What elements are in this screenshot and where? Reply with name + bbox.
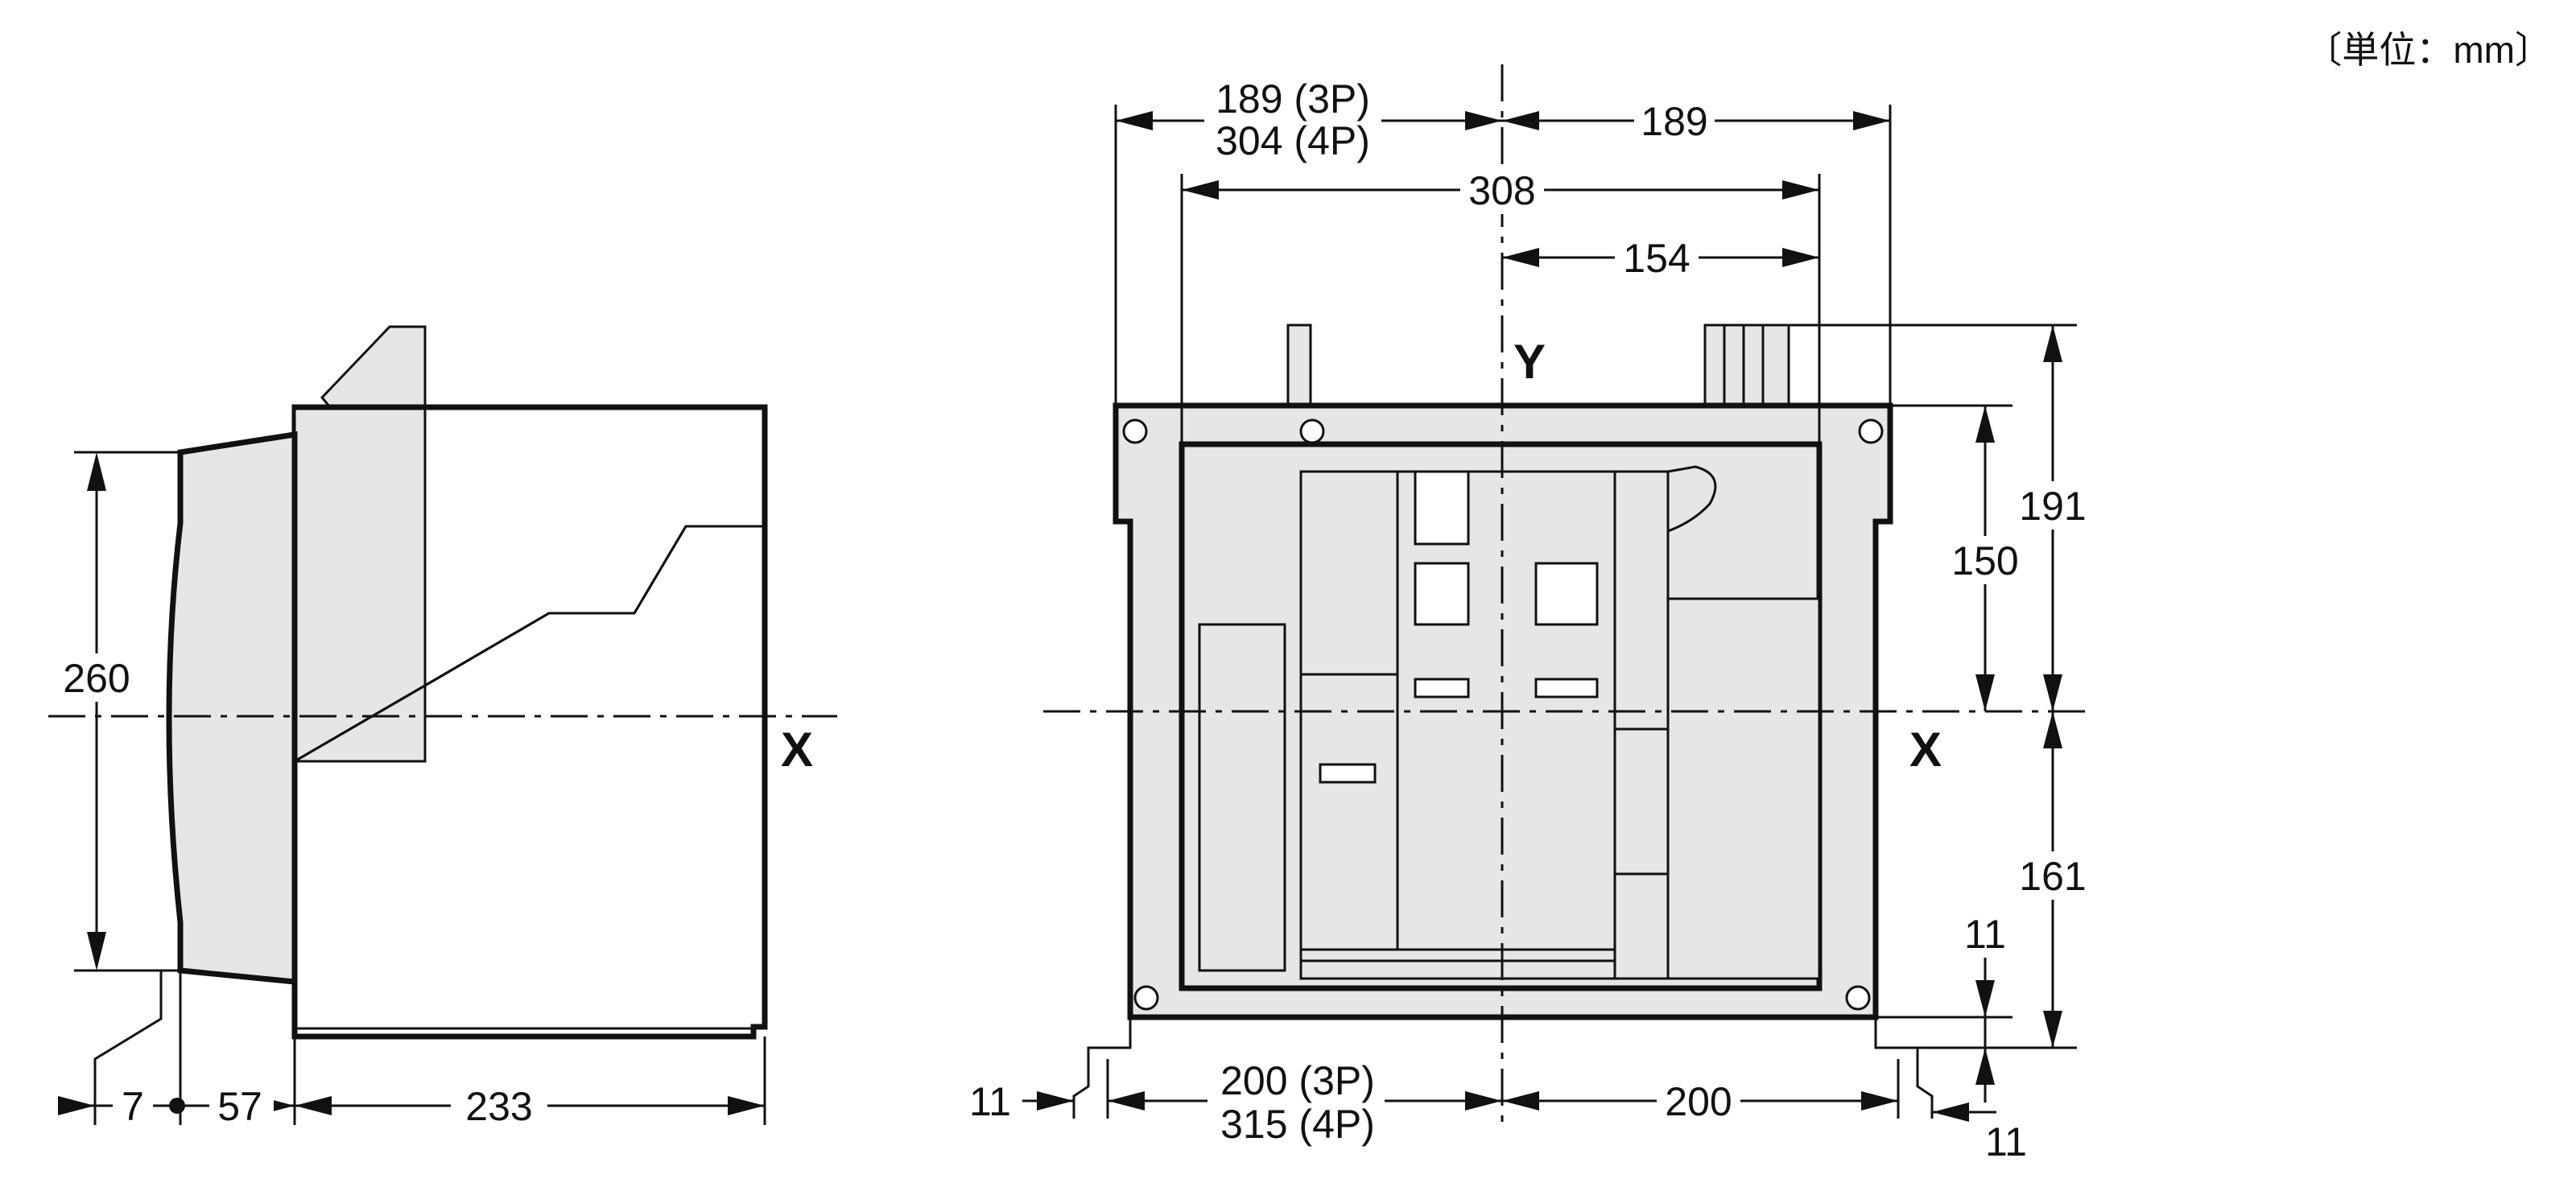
front-dim-191-arrow-t: [2043, 325, 2062, 362]
front-left-foot: [1087, 1017, 1132, 1059]
front-dim-11v-arrow-t: [1975, 980, 1995, 1017]
front-dim-row1-right-bg: [1634, 97, 1715, 145]
front-dim-height-upper: 150: [1951, 538, 2018, 583]
front-dim-row3-arrow-l: [1502, 248, 1539, 267]
front-dim-overall-width: 308: [1468, 168, 1535, 213]
front-dim-row1-arrow-m1: [1465, 111, 1502, 130]
front-dim-bottom-right: 200: [1665, 1079, 1732, 1124]
front-y-label-bg: [1510, 330, 1550, 386]
side-height-label-bg: [56, 653, 137, 702]
front-dim-bottom-left-3p: 200 (3P): [1220, 1058, 1375, 1103]
front-dim-bottom-arrow-r: [1861, 1091, 1898, 1111]
front-hole-top-left: [1122, 418, 1148, 444]
front-dim-top-left-4p: 304 (4P): [1216, 118, 1370, 163]
front-dim-150-arrow-t: [1975, 406, 1995, 443]
side-depth-dot: [169, 1098, 185, 1114]
front-dim-foot-height: 11: [1964, 912, 2006, 957]
front-ext-bottom-right: [1916, 1059, 1934, 1119]
front-dim-height-total: 191: [2019, 484, 2086, 529]
front-center-block: [1299, 470, 1623, 980]
front-window-right: [1534, 562, 1599, 626]
front-dim-row3-bg: [1615, 233, 1699, 282]
side-depth-b-bg: [209, 1080, 274, 1128]
front-hole-top-right: [1858, 418, 1884, 444]
front-dim-row1-arrow-m2: [1502, 111, 1539, 130]
front-curved-tab: [1666, 465, 1717, 534]
front-bottom-strip: [1299, 948, 1616, 980]
front-dim-row2-arrow-l: [1182, 180, 1219, 200]
front-dim-row2-arrow-r: [1782, 180, 1819, 200]
front-left-panel: [1198, 623, 1286, 972]
side-depth-a-bg: [113, 1080, 153, 1128]
front-dim-row1-arrow-r: [1853, 111, 1890, 130]
front-dim-top-right: 189: [1641, 99, 1707, 144]
front-dim-191-bg: [2013, 481, 2093, 530]
front-x-label: X: [1909, 723, 1942, 777]
front-dim-row3-arrow-r: [1782, 248, 1819, 267]
front-dim-row1-left-bg: [1204, 76, 1381, 163]
front-dim-half-width: 154: [1623, 236, 1690, 281]
side-view-x-label: X: [781, 723, 813, 777]
front-hole-top-mid: [1299, 418, 1325, 444]
front-dim-row2-bg: [1460, 166, 1544, 214]
unit-label: 〔単位：mm〕: [2305, 29, 2552, 71]
front-right-terminal: [1703, 324, 1790, 407]
front-window-left: [1414, 562, 1470, 626]
front-dim-161-arrow-b: [2043, 1011, 2062, 1048]
side-height-label: 260: [63, 656, 130, 701]
front-ext-bottom-left: [1072, 1059, 1090, 1119]
side-view-slope-line: [294, 525, 765, 763]
front-right-foot: [1874, 1017, 1919, 1059]
front-dim-161-arrow-t: [2043, 711, 2062, 748]
front-dim-foot-left: 11: [969, 1079, 1011, 1124]
front-slot-left: [1414, 678, 1470, 699]
front-dim-bottom-arrow-m2: [1502, 1091, 1539, 1111]
front-hole-bottom-right: [1845, 985, 1871, 1011]
side-depth-c-bg: [451, 1080, 547, 1128]
front-slot-right: [1534, 678, 1599, 699]
side-depth-a-label: 7: [122, 1084, 144, 1129]
front-dim-bottom-left-bg: [1208, 1056, 1385, 1146]
front-dim-row1-arrow-l: [1116, 111, 1153, 130]
front-dim-top-left-3p: 189 (3P): [1216, 76, 1370, 122]
front-dim-11r-arrow: [1932, 1102, 1969, 1122]
front-slot-lower: [1319, 763, 1377, 784]
side-depth-b-label: 57: [217, 1084, 262, 1129]
front-dim-foot-right: 11: [1985, 1119, 2027, 1164]
side-depth-arrow-c1: [295, 1096, 332, 1115]
side-view: X 260 7 57 233: [48, 325, 837, 1129]
front-dim-height-lower: 161: [2019, 854, 2086, 899]
front-dim-bottom-left-4p: 315 (4P): [1220, 1102, 1375, 1147]
side-view-handle-tab: [320, 325, 427, 409]
side-view-front-panel: [166, 431, 298, 985]
front-view: Y X 189 (3P) 304 (4P) 189 308 154: [969, 64, 2093, 1164]
side-depth-arrow-a: [58, 1096, 95, 1115]
front-dim-bottom-right-bg: [1657, 1077, 1740, 1125]
front-y-label: Y: [1513, 335, 1546, 389]
side-depth-c-label: 233: [465, 1084, 532, 1129]
front-right-block: [1666, 597, 1821, 980]
front-dim-bottom-arrow-l: [1108, 1091, 1145, 1111]
front-window-top: [1414, 470, 1470, 546]
front-dim-11v-arrow-b: [1975, 1048, 1995, 1085]
side-height-arrow-top: [87, 452, 106, 491]
front-dim-150-bg: [1945, 536, 2025, 584]
front-dim-bottom-arrow-m1: [1465, 1091, 1502, 1111]
front-dim-191-arrow-b: [2043, 674, 2062, 711]
front-dim-150-arrow-b: [1975, 674, 1995, 711]
front-dim-161-bg: [2013, 851, 2093, 900]
side-depth-arrow-c2: [728, 1096, 765, 1115]
front-right-col: [1613, 470, 1670, 980]
side-depth-ext-a: [93, 971, 163, 1125]
front-dim-11l-arrow: [1037, 1091, 1074, 1111]
front-hole-bottom-left: [1133, 985, 1159, 1011]
front-left-terminal: [1286, 324, 1312, 407]
side-height-arrow-bottom: [87, 932, 106, 971]
